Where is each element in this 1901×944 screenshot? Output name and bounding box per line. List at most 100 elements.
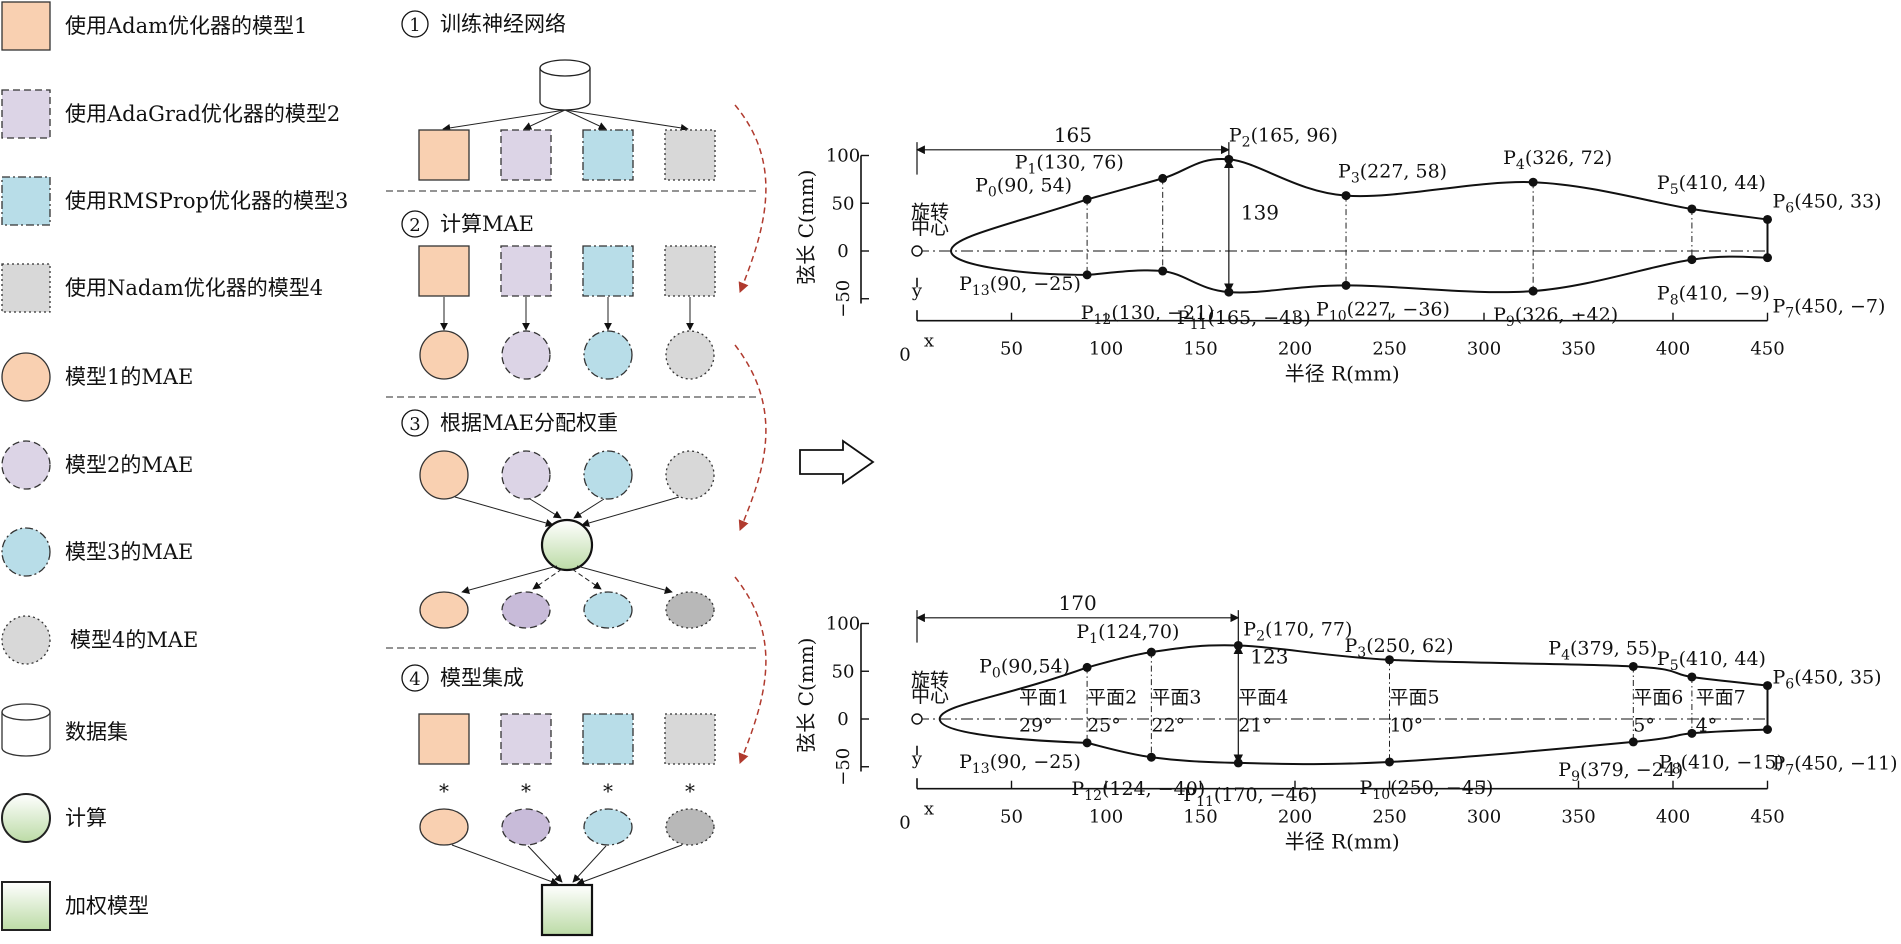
profile-point-label: P0(90,54) [979, 655, 1070, 681]
legend-swatch-mae4 [1, 615, 51, 665]
model4-box [664, 245, 716, 297]
legend-label: 使用RMSProp优化器的模型3 [65, 189, 348, 213]
profile-point-p12 [1146, 752, 1156, 762]
legend-swatch-mae2 [1, 440, 51, 490]
y-tick-label: 100 [826, 146, 860, 167]
profile-point-label: P8(410, −9) [1657, 283, 1770, 309]
step-number: 1 [409, 15, 420, 36]
profile-point-label: P12(130, −21) [1081, 302, 1215, 328]
step-number-circle [401, 210, 429, 238]
profile-point-p10 [1341, 280, 1351, 290]
profile-point-label: P4(326, 72) [1503, 147, 1612, 173]
profile-point-label: P6(450, 33) [1773, 190, 1882, 216]
red-flow-arrow [734, 576, 767, 764]
plane-angle-label: 22° [1151, 715, 1185, 737]
y-tick-label: 50 [832, 193, 855, 214]
model3-box [582, 245, 634, 297]
profile-point-p2 [1224, 154, 1234, 164]
legend-swatch-model4 [1, 263, 51, 313]
rotation-center-marker [911, 713, 923, 725]
weight4-ellipse [665, 591, 715, 629]
x-tick-label: 50 [1000, 339, 1023, 360]
profile-point-label: P2(170, 77) [1243, 618, 1352, 644]
step-number-circle [401, 10, 429, 38]
x-tick-label: 200 [1278, 339, 1312, 360]
x-axis-title: 半径 R(mm) [1285, 830, 1400, 854]
x-tick-label: 100 [1089, 807, 1123, 828]
rotation-center-label: 旋转 [911, 670, 949, 692]
x-axis-title: 半径 R(mm) [1285, 362, 1400, 386]
red-flow-arrow [734, 344, 767, 531]
plane-angle-label: 5° [1633, 715, 1655, 737]
profile-point-p9 [1528, 286, 1538, 296]
legend-label: 模型4的MAE [70, 628, 198, 652]
x-tick-label: 400 [1656, 807, 1690, 828]
legend-label: 模型1的MAE [65, 365, 193, 389]
plane-label: 平面6 [1633, 687, 1683, 709]
profile-point-p7 [1763, 725, 1772, 735]
legend: 使用Adam优化器的模型1 使用AdaGrad优化器的模型2 使用RMSProp… [1, 1, 348, 931]
profile-point-label: P10(250, −45) [1360, 777, 1494, 803]
weight1-ellipse [419, 808, 469, 846]
profile-point-p0 [1082, 194, 1092, 204]
x-axis-letter: x [924, 799, 934, 820]
mae3-circle [583, 450, 633, 500]
legend-label: 使用AdaGrad优化器的模型2 [65, 102, 340, 126]
mae4-circle [665, 330, 715, 380]
profile-point-label: P3(227, 58) [1338, 161, 1447, 187]
plane-label: 平面5 [1390, 687, 1440, 709]
weight4-ellipse [665, 808, 715, 846]
profile-point-p8 [1687, 255, 1697, 265]
rotation-center-label: 中心 [911, 685, 949, 707]
legend-swatch-model1 [1, 1, 51, 51]
weighted-model-box [540, 883, 594, 937]
y-axis-title: 弦长 C(mm) [794, 170, 818, 285]
legend-label: 使用Nadam优化器的模型4 [65, 276, 323, 300]
profile-point-label: P7(450, −7) [1773, 296, 1886, 322]
y-tick-label: 50 [832, 661, 855, 682]
step-number-circle [401, 664, 429, 692]
mae1-circle [419, 330, 469, 380]
x-tick-label: 300 [1467, 807, 1501, 828]
step-number: 3 [409, 414, 420, 435]
plane-label: 平面3 [1151, 687, 1201, 709]
y-tick-label: −50 [833, 748, 854, 786]
profile-point-p11 [1233, 758, 1243, 768]
multiply-star: * [521, 779, 531, 803]
legend-swatch-weighted-model [1, 881, 51, 931]
weight2-ellipse [501, 591, 551, 629]
y-tick-label: 0 [837, 241, 848, 262]
plane-angle-label: 10° [1390, 715, 1424, 737]
y-axis-letter: y [911, 281, 923, 302]
x-tick-label: 200 [1278, 807, 1312, 828]
profile-point-p7 [1763, 253, 1772, 263]
mae2-circle [501, 330, 551, 380]
profile-point-label: P8(410, −15) [1659, 751, 1784, 777]
profile-point-label: P5(410, 44) [1657, 648, 1766, 674]
dimension-label-horizontal: 170 [1059, 591, 1097, 615]
legend-label: 使用Adam优化器的模型1 [65, 14, 307, 38]
origin-label: 0 [899, 345, 910, 366]
model1-box [418, 129, 470, 181]
multiply-star: * [685, 779, 695, 803]
dimension-label-vertical: 139 [1241, 200, 1279, 224]
profile-point-p4 [1528, 177, 1538, 187]
model1-box [418, 245, 470, 297]
origin-label: 0 [899, 813, 910, 834]
model1-box [418, 713, 470, 765]
profile-point-label: P11(165, −43) [1177, 307, 1311, 333]
y-tick-label: 0 [837, 709, 848, 730]
x-tick-label: 150 [1183, 807, 1217, 828]
legend-swatch-model3 [1, 176, 51, 226]
plane-angle-label: 25° [1087, 715, 1121, 737]
transition-arrow-icon [799, 439, 875, 485]
legend-label: 模型3的MAE [65, 540, 193, 564]
profile-point-p4 [1628, 661, 1638, 671]
x-tick-label: 300 [1467, 339, 1501, 360]
rotation-center-label: 中心 [911, 217, 949, 239]
profile-point-p5 [1687, 672, 1697, 682]
profile-point-p11 [1224, 287, 1234, 297]
step-title: 计算MAE [440, 212, 534, 236]
legend-label: 计算 [65, 806, 107, 830]
